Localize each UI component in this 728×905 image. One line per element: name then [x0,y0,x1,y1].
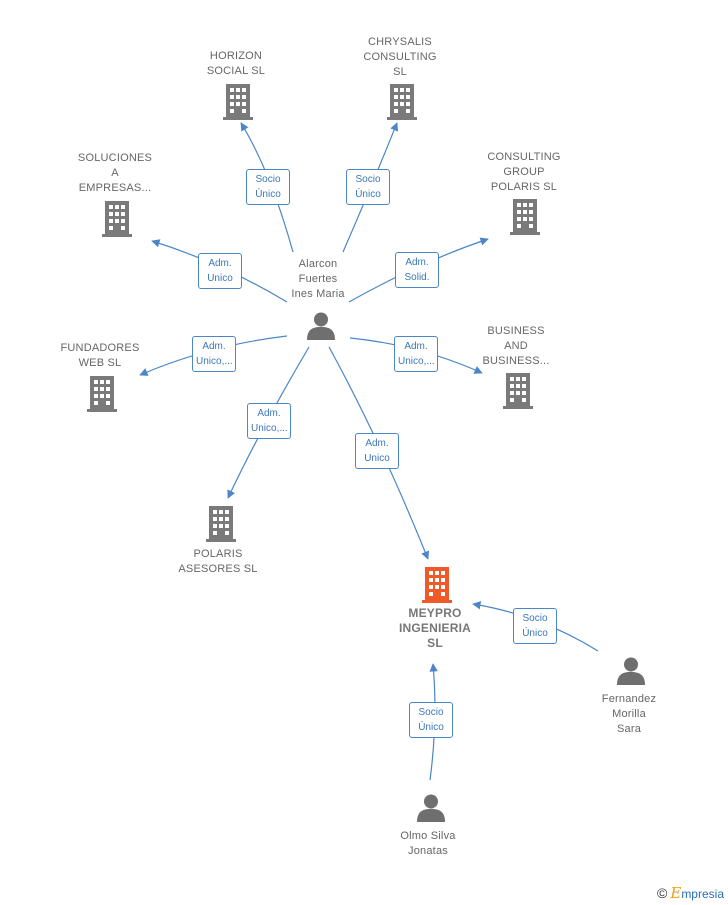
node-label-horizon[interactable]: HORIZON SOCIAL SL [206,50,266,77]
node-label-business[interactable]: BUSINESS AND BUSINESS... [482,325,550,367]
edge-label-consulting[interactable]: Adm. Solid. [395,252,439,288]
edge-label-polaris[interactable]: Adm. Unico,... [247,403,291,439]
brand-footer: ©Empresia [657,884,724,902]
person-icon-olmo[interactable] [417,794,445,822]
edge-label-fundadores[interactable]: Adm. Unico,... [192,336,236,372]
edge-label-soluciones[interactable]: Adm. Unico [198,253,242,289]
brand-name: mpresia [681,887,724,901]
node-label-chrysalis[interactable]: CHRYSALIS CONSULTING SL [363,36,437,78]
person-icon-alarcon[interactable] [307,312,335,340]
node-label-consulting[interactable]: CONSULTING GROUP POLARIS SL [487,151,561,193]
node-label-meypro[interactable]: MEYPRO INGENIERIA SL [398,606,472,650]
building-icon-soluciones[interactable] [102,201,132,237]
brand-initial: E [670,884,682,902]
building-icon-fundadores[interactable] [87,376,117,412]
node-label-soluciones[interactable]: SOLUCIONES A EMPRESAS... [77,152,153,194]
node-label-fernandez[interactable]: Fernandez Morilla Sara [601,693,657,735]
building-icon-business[interactable] [503,373,533,409]
edge-label-horizon[interactable]: Socio Único [246,169,290,205]
edge-label-chrysalis[interactable]: Socio Único [346,169,390,205]
node-label-olmo[interactable]: Olmo Silva Jonatas [400,830,456,857]
edge-label-olmo[interactable]: Socio Único [409,702,453,738]
node-label-polaris[interactable]: POLARIS ASESORES SL [178,548,258,575]
edge-label-meypro[interactable]: Adm. Unico [355,433,399,469]
edge-label-fernandez[interactable]: Socio Único [513,608,557,644]
building-icon-polaris[interactable] [206,506,236,542]
building-icon-consulting[interactable] [510,199,540,235]
building-icon-meypro[interactable] [422,567,452,603]
building-icon-horizon[interactable] [223,84,253,120]
edge-label-business[interactable]: Adm. Unico,... [394,336,438,372]
node-label-alarcon[interactable]: Alarcon Fuertes Ines Maria [291,258,345,300]
copyright-icon: © [657,885,668,901]
person-icon-fernandez[interactable] [617,657,645,685]
building-icon-chrysalis[interactable] [387,84,417,120]
node-label-fundadores[interactable]: FUNDADORES WEB SL [60,342,140,369]
